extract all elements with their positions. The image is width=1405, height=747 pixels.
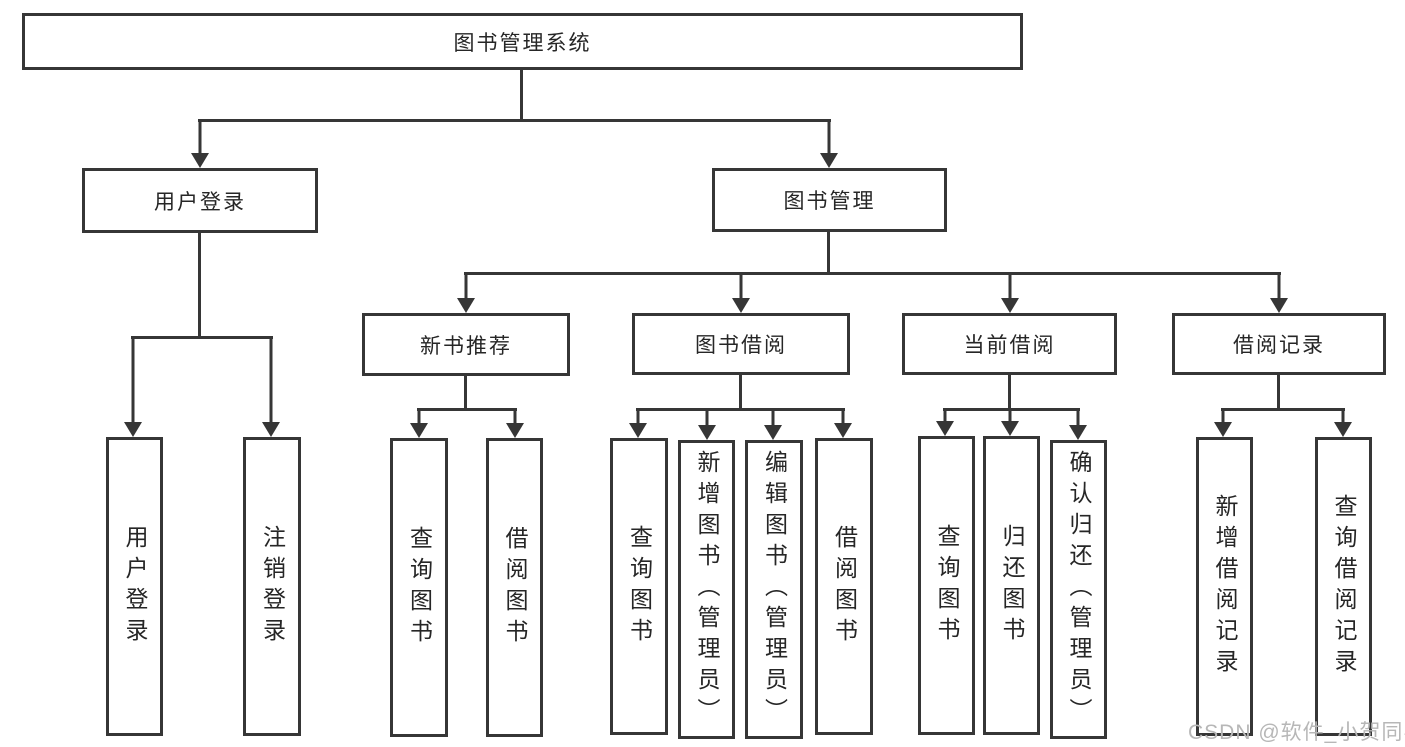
arrow-down-icon <box>506 410 524 438</box>
leaf-label: 注销登录 <box>259 524 286 649</box>
connector-line <box>464 376 467 410</box>
leaf-add-borrow-record: 新增借阅记录 <box>1196 437 1253 736</box>
node-book-borrowing: 图书借阅 <box>632 313 850 375</box>
node-label: 用户登录 <box>154 190 246 214</box>
leaf-label: 借阅图书 <box>502 525 528 650</box>
node-user-login: 用户登录 <box>82 168 318 233</box>
leaf-query-books-2: 查询图书 <box>610 438 668 735</box>
connector-line <box>1277 375 1280 410</box>
leaf-label: 用户登录 <box>122 524 148 649</box>
connector-line <box>943 408 1080 411</box>
leaf-label: 查询借阅记录 <box>1331 493 1357 680</box>
leaf-label: 归还图书 <box>999 523 1025 648</box>
node-new-book-recommend: 新书推荐 <box>362 313 570 376</box>
connector-line <box>739 375 742 410</box>
arrow-down-icon <box>698 410 716 440</box>
arrow-down-icon <box>191 121 209 168</box>
arrow-down-icon <box>1001 410 1019 436</box>
leaf-borrow-books-2: 借阅图书 <box>815 438 873 735</box>
leaf-label: 新增借阅记录 <box>1212 493 1238 680</box>
leaf-logout: 注销登录 <box>243 437 301 736</box>
leaf-confirm-return-admin: 确认归还（管理员） <box>1050 440 1107 739</box>
leaf-label: 编辑图书（管理员） <box>761 450 788 729</box>
leaf-label: 查询图书 <box>406 525 433 650</box>
leaf-borrow-books-1: 借阅图书 <box>486 438 543 737</box>
node-label: 图书管理 <box>783 190 876 213</box>
node-current-borrowing: 当前借阅 <box>902 313 1117 375</box>
arrow-down-icon <box>1069 410 1087 440</box>
node-label: 借阅记录 <box>1233 334 1325 357</box>
connector-line <box>198 119 831 122</box>
connector-line <box>198 233 201 338</box>
leaf-label: 查询图书 <box>626 524 653 649</box>
node-label: 新书推荐 <box>420 334 512 358</box>
connector-line <box>131 336 273 339</box>
leaf-label: 确认归还（管理员） <box>1066 450 1092 729</box>
arrow-down-icon <box>457 274 475 313</box>
leaf-query-books-3: 查询图书 <box>918 436 975 735</box>
node-label: 图书管理系统 <box>453 31 592 55</box>
node-library-system: 图书管理系统 <box>22 13 1023 70</box>
node-borrow-records: 借阅记录 <box>1172 313 1386 375</box>
arrow-down-icon <box>1270 274 1288 313</box>
arrow-down-icon <box>732 274 750 313</box>
connector-line <box>827 232 830 275</box>
arrow-down-icon <box>1334 410 1352 437</box>
arrow-down-icon <box>820 121 838 168</box>
node-label: 当前借阅 <box>963 334 1056 357</box>
leaf-query-borrow-record: 查询借阅记录 <box>1315 437 1372 736</box>
node-book-management: 图书管理 <box>712 168 947 232</box>
arrow-down-icon <box>262 338 280 437</box>
connector-line <box>520 70 523 121</box>
connector-line <box>1008 375 1011 410</box>
leaf-label: 新增图书（管理员） <box>694 450 720 729</box>
leaf-label: 借阅图书 <box>831 524 858 649</box>
connector-line <box>464 272 1281 275</box>
leaf-query-books-1: 查询图书 <box>390 438 448 737</box>
leaf-user-login: 用户登录 <box>106 437 163 736</box>
arrow-down-icon <box>629 410 647 438</box>
arrow-down-icon <box>1214 410 1232 437</box>
connector-line <box>636 408 845 411</box>
leaf-edit-books-admin: 编辑图书（管理员） <box>745 440 803 739</box>
watermark-text: CSDN @软件_小贺同学 <box>1188 721 1405 744</box>
arrow-down-icon <box>936 410 954 436</box>
arrow-down-icon <box>834 410 852 438</box>
arrow-down-icon <box>410 410 428 438</box>
arrow-down-icon <box>1001 274 1019 313</box>
connector-line <box>1221 408 1345 411</box>
leaf-add-books-admin: 新增图书（管理员） <box>678 440 735 739</box>
arrow-down-icon <box>124 338 142 437</box>
leaf-label: 查询图书 <box>934 523 960 648</box>
connector-line <box>417 408 517 411</box>
arrow-down-icon <box>764 410 782 440</box>
leaf-return-books: 归还图书 <box>983 436 1040 735</box>
node-label: 图书借阅 <box>695 334 787 357</box>
